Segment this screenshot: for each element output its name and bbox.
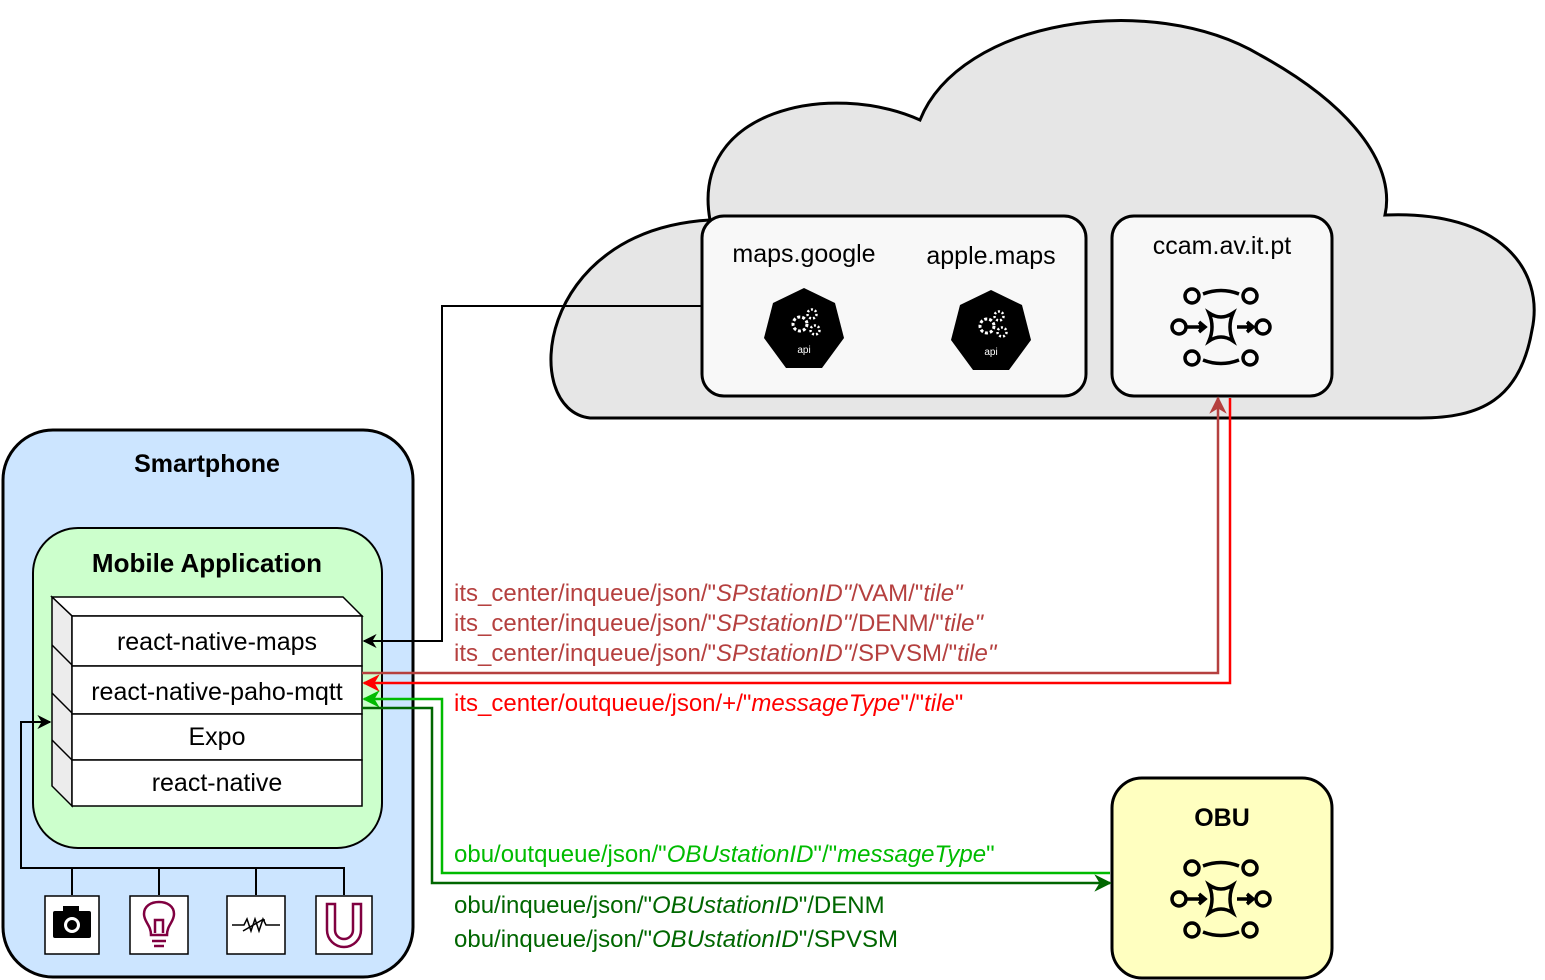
outqueue-connector-red [362,398,1232,692]
resistor-icon [232,916,280,934]
api-icon: api [764,288,844,368]
message-broker-icon [1170,287,1272,367]
stack-layer-maps [71,615,363,667]
ccam-box [1110,214,1334,398]
stack-label: react-native-maps [117,628,317,656]
stack-label: react-native [152,769,283,797]
api-badge-label: api [797,345,810,356]
inqueue-connector-brown [362,396,1227,675]
topic-spvsm: its_center/inqueue/json/"SPstationID"/SP… [454,640,998,667]
topic-denm: its_center/inqueue/json/"SPstationID"/DE… [454,610,984,637]
stack-layer-mqtt [71,665,363,715]
topic-obu-inqueue-denm: obu/inqueue/json/"OBUstationID"/DENM [454,892,885,919]
magnet-icon [325,902,363,949]
software-stack: react-native-maps react-native-paho-mqtt… [50,595,364,808]
api-badge-label: api [984,347,997,358]
stack-label: Expo [189,723,246,751]
stack-layer-expo [71,713,363,761]
topic-outqueue: its_center/outqueue/json/+/"messageType"… [454,690,963,717]
lightbulb-icon [142,900,176,948]
obu-title: OBU [1194,804,1250,832]
maps-connector [362,305,702,648]
light-sensor-box [129,895,189,955]
ccam-label: ccam.av.it.pt [1153,232,1292,260]
stack-label: react-native-paho-mqtt [91,678,343,706]
sensor-bus-arrow [20,715,72,869]
camera-icon [53,906,91,938]
topic-obu-outqueue: obu/outqueue/json/"OBUstationID"/"messag… [454,841,995,868]
obu-outqueue-connector-green [362,690,1110,875]
sensor-bus-line [71,867,345,895]
message-broker-icon [1170,859,1272,939]
stack-layer-react-native [71,759,363,807]
smartphone-title: Smartphone [134,450,280,478]
topic-vam: its_center/inqueue/json/"SPstationID"/VA… [454,580,964,607]
maps-google-label: maps.google [732,240,875,268]
apple-maps-label: apple.maps [926,242,1055,270]
obu-box [1110,776,1334,980]
magnet-sensor-box [315,895,373,955]
obu-inqueue-connector-darkgreen [362,706,1112,892]
topic-obu-inqueue-spvsm: obu/inqueue/json/"OBUstationID"/SPVSM [454,926,898,953]
mobile-app-title: Mobile Application [92,548,322,578]
api-icon: api [951,290,1031,370]
